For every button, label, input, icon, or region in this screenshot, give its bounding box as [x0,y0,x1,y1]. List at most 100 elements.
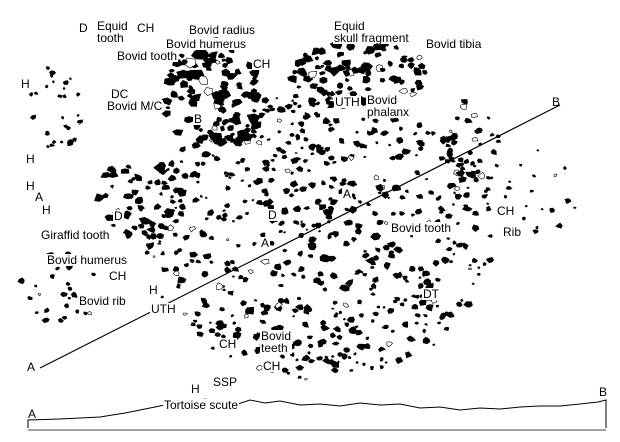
bone-fragment [224,260,231,267]
bone-fragment [327,233,332,240]
bone-fragment [459,103,468,110]
bone-fragment [379,130,390,137]
bone-fragment [60,291,68,298]
bone-fragment [455,170,466,177]
bone-fragment [273,263,282,271]
bone-fragment [328,127,336,133]
bone-fragment [323,255,333,263]
bone-fragment [192,69,203,79]
bone-fragment [324,147,331,152]
bone-fragment [369,365,375,371]
bone-fragment [244,212,249,216]
bone-fragment [463,301,473,308]
bone-fragment [476,158,484,164]
bone-fragment [161,110,171,118]
bone-fragment [107,171,119,178]
bone-fragment [399,211,406,216]
bone-fragment [422,270,430,277]
bone-fragment [375,184,384,192]
bone-fragment [370,292,376,296]
bone-fragment [34,311,39,315]
bone-fragment [194,172,201,179]
bone-fragment [227,125,234,131]
bone-fragment [86,311,92,316]
bone-fragment [332,160,337,164]
bone-fragment [177,276,187,284]
bone-fragment [377,191,382,195]
bone-fragment [163,208,175,217]
bone-fragment [208,236,212,240]
bone-fragment [384,361,388,364]
label-a-left: A [34,190,45,204]
bone-fragment [563,166,567,171]
bone-fragment [131,225,138,231]
bone-fragment [289,132,295,137]
bone-fragment [319,89,329,97]
bone-fragment [296,296,302,301]
bone-fragment [250,88,258,95]
bone-fragment [166,72,175,79]
bone-fragment [297,121,305,128]
bone-fragment [452,240,457,245]
bone-fragment [183,116,194,124]
bone-fragment [326,95,332,102]
bone-fragment [399,302,405,307]
bone-fragment [337,352,344,358]
bone-fragment [318,229,322,233]
bone-fragment [282,248,288,253]
bone-fragment [291,308,299,314]
bone-fragment [360,62,374,72]
bone-fragment [201,151,212,158]
bone-fragment [392,272,402,280]
bone-fragment [415,193,424,199]
bone-fragment [346,316,355,323]
bone-fragment [320,319,326,326]
bone-fragment [213,155,221,162]
bone-fragment [178,53,185,59]
bone-fragment [270,158,275,162]
bone-fragment [460,99,468,105]
bone-fragment [333,118,340,124]
bone-fragment [125,234,132,239]
bone-fragment [398,126,403,132]
bone-fragment [207,129,215,136]
bone-fragment [214,140,220,145]
bone-fragment [362,75,371,84]
bone-fragment [293,188,300,193]
bone-fragment [250,121,262,130]
bone-fragment [519,163,523,167]
bone-fragment [372,255,379,261]
bone-fragment [152,255,156,258]
label-tortoise-scute: Tortoise scute [163,398,240,412]
bone-fragment [37,293,41,297]
bone-fragment [343,347,351,353]
bone-fragment [414,153,418,157]
bone-fragment [418,146,424,151]
bone-fragment [307,343,314,349]
bone-fragment [278,222,283,226]
bone-fragment [405,351,413,359]
bone-fragment [485,202,489,206]
bone-fragment [168,159,175,168]
bone-fragment [401,321,409,328]
bone-fragment [222,288,226,292]
bone-fragment [282,259,292,266]
bone-fragment [160,180,168,186]
bone-fragment [410,88,416,93]
bone-fragment [336,334,343,340]
bone-fragment [328,232,334,236]
bone-fragment [302,321,309,328]
bone-fragment [411,304,417,310]
bone-fragment [217,106,225,113]
bone-fragment [297,250,303,257]
bone-fragment [150,233,158,240]
bone-fragment [245,306,255,315]
bone-fragment [529,189,535,193]
bone-fragment [165,167,170,172]
bone-fragment [372,118,379,124]
bone-fragment [157,242,162,245]
bone-fragment [406,335,417,342]
bone-fragment [235,160,241,165]
bone-fragment [344,278,354,287]
bone-fragment [353,351,357,356]
